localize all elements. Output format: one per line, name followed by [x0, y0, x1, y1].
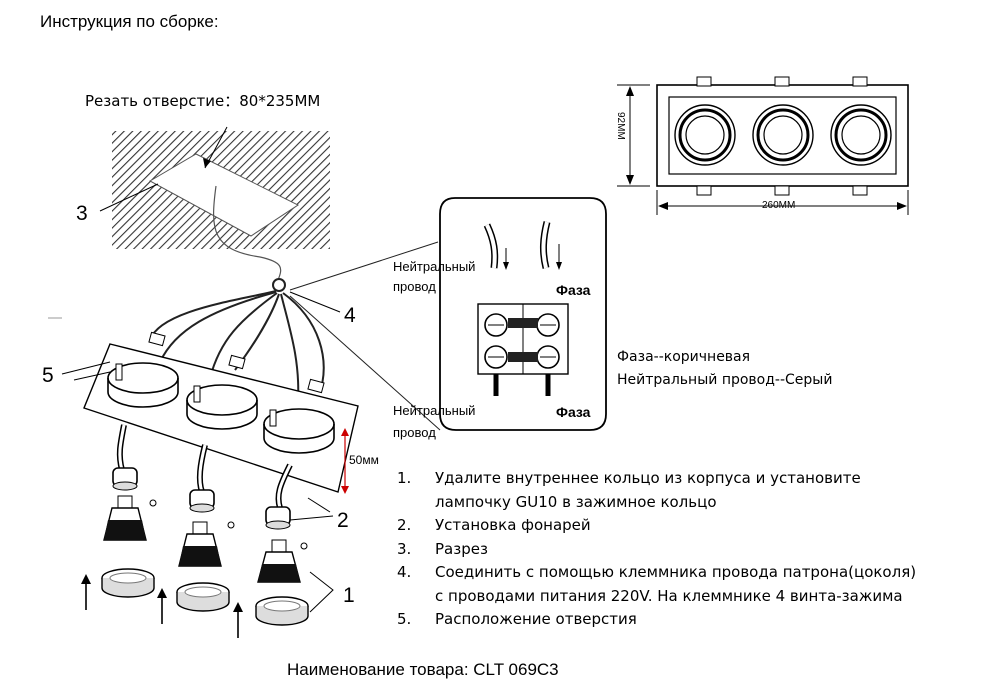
ring-3 [263, 378, 335, 454]
step-text: Расположение отверстия [435, 610, 637, 628]
gu10-lamp-icon [178, 521, 235, 567]
top-view [617, 76, 909, 215]
lamp-socket-icon [112, 424, 138, 491]
cut-hole [148, 153, 299, 237]
step-text: Установка фонарей [435, 516, 591, 534]
step-number: 1. [397, 469, 412, 487]
gu10-lamp-icon [103, 495, 157, 541]
step-item: 3. Разрез [397, 538, 917, 562]
cut-hole-label: Резать отверстие：80*235MM [85, 92, 321, 110]
step-item: 1. Удалите внутреннее кольцо из корпуса и… [397, 467, 917, 514]
step-text: Соединить с помощью клеммника провода па… [435, 563, 917, 605]
step-text: Удалите внутреннее кольцо из корпуса и у… [435, 469, 861, 511]
step-item: 4. Соединить с помощью клеммника провода … [397, 561, 917, 608]
step-item: 2. Установка фонарей [397, 514, 917, 538]
legend-neutral: Нейтральный провод--Серый [617, 372, 833, 388]
terminal-block-icon [477, 303, 569, 396]
step-item: 5. Расположение отверстия [397, 608, 917, 632]
lamp-sockets [112, 424, 334, 530]
up-arrow-icon [81, 574, 91, 610]
legend-phase: Фаза--коричневая [617, 349, 751, 365]
height-dimension: 92MM [615, 112, 626, 140]
ceiling-cutout [99, 126, 330, 281]
gu10-lamps [103, 495, 308, 583]
callout-1: 1 [343, 584, 355, 607]
ring-2 [186, 354, 258, 430]
neutral-wire-icon [483, 223, 509, 270]
wiring-bundle [48, 241, 441, 431]
step-number: 3. [397, 539, 412, 558]
fixture-housing [61, 331, 359, 493]
depth-dimension: 50мм [349, 453, 379, 467]
callout-3: 3 [76, 202, 88, 225]
up-arrow-icon [233, 602, 243, 638]
lamp-socket-icon [265, 463, 293, 530]
retaining-ring-icon [176, 582, 230, 612]
assembly-steps: 1. Удалите внутреннее кольцо из корпуса и… [397, 467, 917, 632]
callout-5: 5 [42, 364, 54, 387]
ring-1 [107, 331, 179, 408]
width-dimension: 260MM [762, 200, 796, 211]
callout-4: 4 [344, 304, 356, 327]
retaining-rings [101, 568, 334, 626]
neutral-wire-label-top: Нейтральный провод [393, 259, 476, 294]
wiring-detail-inset [439, 197, 607, 431]
step-number: 5. [397, 610, 412, 628]
retaining-ring-icon [101, 568, 155, 598]
neutral-wire-label-bottom: Нейтральный провод [393, 403, 476, 440]
product-name: Наименование товара: CLT 069C3 [287, 660, 559, 679]
up-arrow-icon [157, 588, 167, 624]
insert-arrows [81, 574, 243, 638]
retaining-ring-icon [255, 596, 309, 626]
step-number: 2. [397, 516, 412, 534]
page-title: Инструкция по сборке: [40, 12, 219, 31]
phase-label-top: Фаза [556, 282, 591, 298]
phase-wire-icon [540, 221, 562, 270]
phase-label-bottom: Фаза [556, 404, 591, 420]
lamp-socket-icon [189, 444, 215, 513]
callout-2: 2 [337, 509, 349, 532]
step-text: Разрез [435, 539, 488, 558]
step-number: 4. [397, 563, 412, 581]
depth-marker [341, 428, 349, 494]
gu10-lamp-icon [257, 539, 308, 583]
